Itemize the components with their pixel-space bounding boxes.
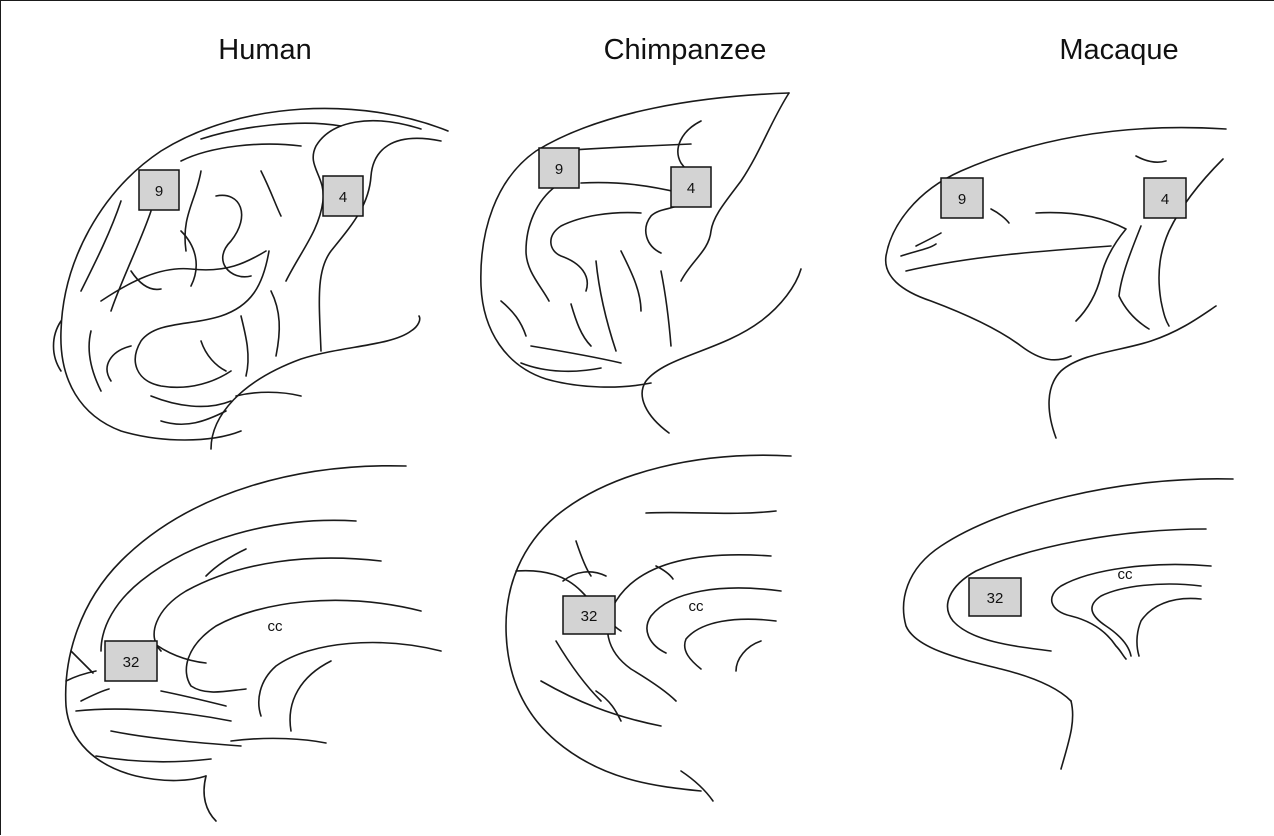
chimpanzee-area-32-label: 32 <box>581 608 598 625</box>
macaque-area-32-label: 32 <box>987 590 1004 607</box>
chimpanzee-area-9-label: 9 <box>555 161 563 178</box>
human-area-4-label: 4 <box>339 189 347 206</box>
human-area-32-label: 32 <box>123 654 140 671</box>
species-title-chimpanzee: Chimpanzee <box>604 34 767 66</box>
human-lateral-brain <box>54 108 449 449</box>
macaque-cc-label: cc <box>1118 566 1134 583</box>
chimpanzee-area-4-label: 4 <box>687 180 695 197</box>
human-cc-label: cc <box>268 618 284 635</box>
chimpanzee-medial-brain <box>506 455 791 801</box>
species-title-macaque: Macaque <box>1059 34 1178 66</box>
human-area-9-label: 9 <box>155 183 163 200</box>
chimpanzee-lateral-brain <box>481 93 801 433</box>
macaque-lateral-brain <box>886 128 1226 438</box>
macaque-area-9-label: 9 <box>958 191 966 208</box>
macaque-area-4-label: 4 <box>1161 191 1169 208</box>
chimpanzee-cc-label: cc <box>689 598 705 615</box>
macaque-medial-brain <box>904 479 1233 769</box>
species-title-human: Human <box>218 34 312 66</box>
